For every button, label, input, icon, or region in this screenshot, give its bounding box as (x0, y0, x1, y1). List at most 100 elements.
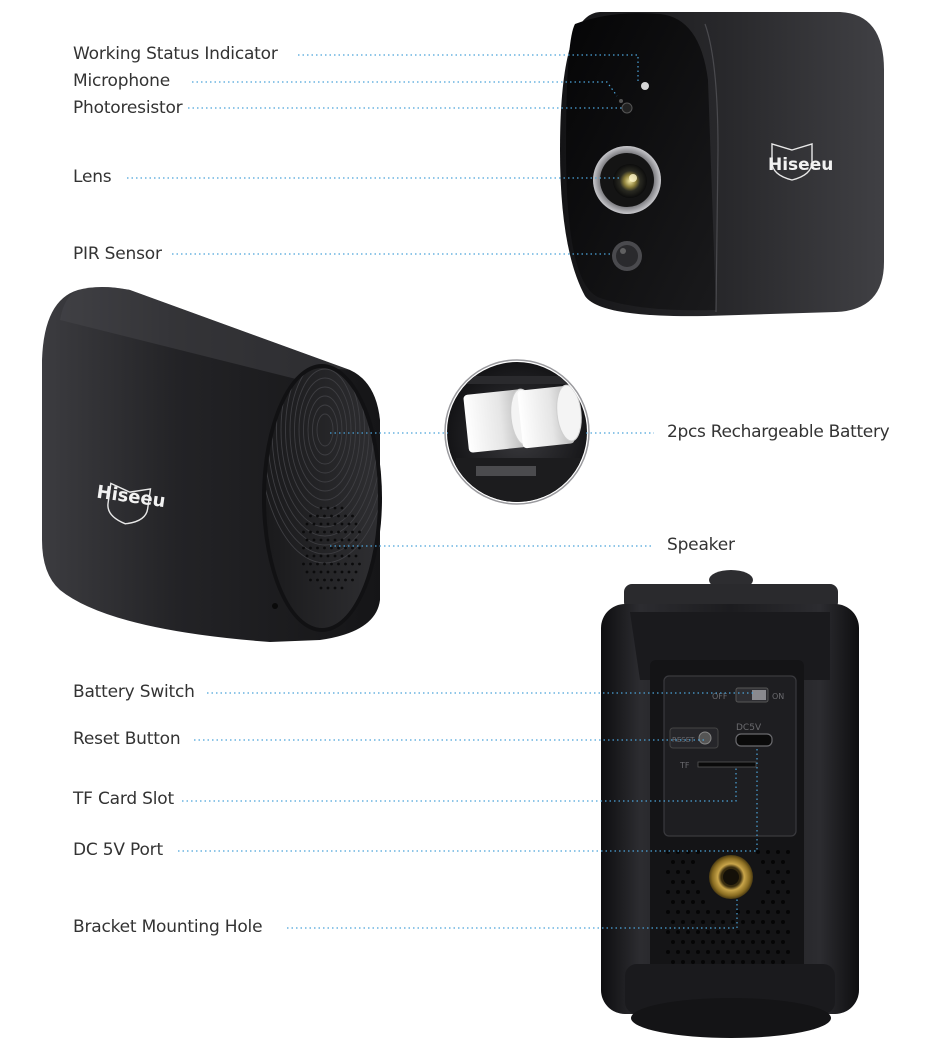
vent-hole (751, 940, 755, 944)
vent-hole (696, 950, 700, 954)
lens-icon (593, 146, 661, 214)
grille-ring (266, 368, 378, 555)
svg-text:TF: TF (679, 761, 690, 770)
speaker-hole (347, 570, 351, 574)
vent-hole (706, 910, 710, 914)
vent-hole (696, 930, 700, 934)
vent-hole (766, 910, 770, 914)
label-pir-sensor: PIR Sensor (73, 244, 162, 264)
svg-text:RESET: RESET (672, 736, 695, 744)
speaker-hole (351, 578, 354, 582)
vent-hole (681, 880, 685, 884)
speaker-hole (330, 578, 333, 582)
speaker-hole (305, 570, 309, 574)
vent-hole (746, 910, 750, 914)
vent-hole (686, 930, 690, 934)
speaker-hole (351, 562, 354, 566)
vent-hole (696, 910, 700, 914)
speaker-hole (330, 546, 333, 550)
vent-hole (691, 960, 695, 964)
grille-ring (289, 368, 361, 501)
camera-bottom-view: OFF ON RESET DC5V TF (601, 570, 859, 1038)
speaker-hole (309, 546, 312, 550)
vent-hole (691, 900, 695, 904)
camera-back-view: Hiseeu (42, 287, 382, 642)
vent-hole (676, 870, 680, 874)
grille-ring (285, 368, 365, 510)
speaker-hole (340, 570, 344, 574)
speaker-hole (323, 562, 326, 566)
speaker-hole (302, 530, 305, 534)
tf-card-slot-icon: TF (679, 761, 757, 770)
vent-hole (696, 890, 700, 894)
vent-grille-icon (666, 850, 790, 964)
vent-hole (761, 920, 765, 924)
vent-hole (711, 960, 715, 964)
speaker-hole (351, 514, 354, 518)
vent-hole (766, 870, 770, 874)
speaker-hole (344, 514, 347, 518)
label-battery-switch: Battery Switch (73, 682, 195, 702)
speaker-hole (333, 506, 337, 510)
speaker-hole (340, 554, 344, 558)
vent-hole (766, 850, 770, 854)
vent-hole (781, 940, 785, 944)
pir-sensor-icon (612, 241, 642, 271)
speaker-hole (337, 546, 340, 550)
speaker-hole (337, 514, 340, 518)
label-bracket-mounting-hole: Bracket Mounting Hole (73, 917, 263, 937)
speaker-hole (326, 506, 330, 510)
vent-hole (776, 850, 780, 854)
vent-hole (711, 920, 715, 924)
speaker-hole (312, 570, 316, 574)
speaker-hole (333, 522, 337, 526)
vent-hole (761, 940, 765, 944)
usb-port-icon: DC5V (735, 723, 773, 747)
vent-hole (786, 890, 790, 894)
vent-hole (726, 910, 730, 914)
vent-hole (666, 890, 670, 894)
speaker-hole (358, 562, 361, 566)
svg-text:ON: ON (772, 692, 784, 701)
vent-hole (771, 860, 775, 864)
speaker-hole (316, 514, 319, 518)
vent-hole (741, 940, 745, 944)
speaker-hole (323, 514, 326, 518)
vent-hole (731, 960, 735, 964)
vent-hole (756, 930, 760, 934)
speaker-hole (316, 562, 319, 566)
label-speaker: Speaker (667, 535, 735, 555)
speaker-hole (323, 530, 326, 534)
speaker-hole (312, 554, 316, 558)
vent-hole (701, 920, 705, 924)
speaker-hole (326, 586, 330, 590)
vent-hole (761, 960, 765, 964)
vent-hole (701, 940, 705, 944)
speaker-hole (302, 562, 305, 566)
vent-hole (766, 950, 770, 954)
vent-hole (711, 940, 715, 944)
vent-hole (726, 930, 730, 934)
vent-hole (781, 900, 785, 904)
vent-hole (781, 920, 785, 924)
vent-hole (756, 850, 760, 854)
speaker-hole (330, 514, 333, 518)
speaker-hole (358, 530, 361, 534)
port-cover-panel (663, 675, 797, 837)
vent-hole (726, 950, 730, 954)
vent-hole (771, 940, 775, 944)
speaker-hole (305, 538, 309, 542)
speaker-hole (326, 522, 330, 526)
vent-hole (676, 910, 680, 914)
speaker-hole (323, 546, 326, 550)
speaker-hole (309, 562, 312, 566)
battery-switch-icon: OFF ON (712, 687, 784, 703)
svg-text:OFF: OFF (712, 692, 728, 701)
vent-hole (691, 860, 695, 864)
vent-hole (771, 960, 775, 964)
grille-ring (307, 395, 343, 465)
vent-hole (776, 950, 780, 954)
vent-hole (751, 960, 755, 964)
vent-hole (736, 930, 740, 934)
vent-hole (776, 930, 780, 934)
